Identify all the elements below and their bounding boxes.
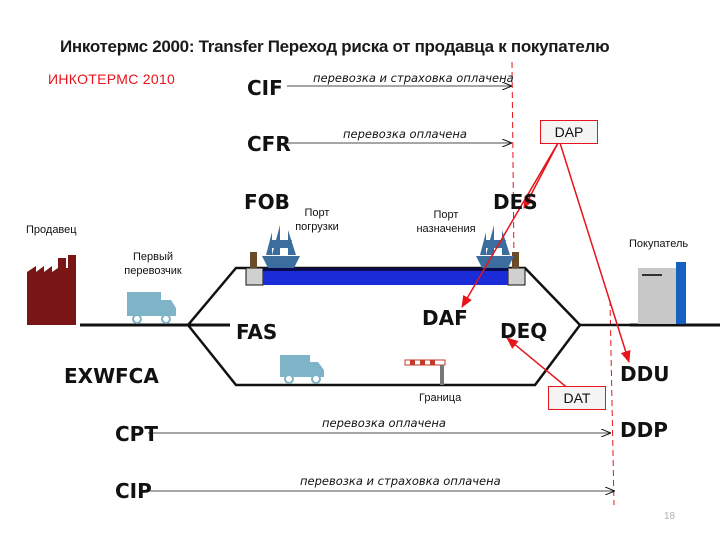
term-fas: FAS bbox=[236, 322, 277, 342]
term-2010-dap: DAP bbox=[540, 120, 598, 144]
term-cfr: CFR bbox=[247, 134, 291, 154]
ship-destination-port bbox=[476, 225, 514, 268]
label-border: Граница bbox=[419, 392, 461, 406]
warehouse-icon bbox=[638, 262, 686, 324]
term-des: DES bbox=[493, 192, 538, 212]
border-barrier-icon bbox=[405, 360, 445, 385]
term-ddu: DDU bbox=[620, 364, 669, 384]
incoterms-2010-label: ИНКОТЕРМС 2010 bbox=[48, 72, 175, 86]
note-cif: перевозка и страховка оплачена bbox=[313, 73, 514, 85]
note-cpt: перевозка оплачена bbox=[322, 418, 446, 430]
term-cip: CIP bbox=[115, 481, 152, 501]
page-title: Инкотермс 2000: Transfer Переход риска о… bbox=[60, 38, 609, 55]
label-seller: Продавец bbox=[26, 224, 77, 238]
note-cfr: перевозка оплачена bbox=[343, 129, 467, 141]
page-number: 18 bbox=[664, 512, 675, 522]
term-exw: EXW bbox=[64, 366, 115, 386]
label-destination-port: Порт назначения bbox=[414, 209, 478, 237]
factory-icon bbox=[27, 255, 76, 325]
term-fca: FCA bbox=[115, 366, 159, 386]
risk-line-sea bbox=[512, 62, 514, 262]
red-arrow-dap-ddu bbox=[560, 143, 629, 362]
risk-line-land bbox=[610, 300, 614, 505]
term-daf: DAF bbox=[422, 308, 468, 328]
quay-destination bbox=[508, 268, 525, 285]
label-loading-port: Порт погрузки bbox=[292, 207, 342, 235]
term-fob: FOB bbox=[244, 192, 290, 212]
label-buyer: Покупатель bbox=[629, 238, 688, 252]
term-ddp: DDP bbox=[620, 420, 668, 440]
term-cpt: CPT bbox=[115, 424, 158, 444]
truck-first-carrier bbox=[127, 292, 176, 323]
term-cif: CIF bbox=[247, 78, 283, 98]
term-deq: DEQ bbox=[500, 321, 547, 341]
note-cip: перевозка и страховка оплачена bbox=[300, 476, 501, 488]
term-2010-dat: DAT bbox=[548, 386, 606, 410]
label-first-carrier: Первый перевозчик bbox=[118, 251, 188, 279]
truck-land-route bbox=[280, 355, 324, 383]
quay-loading bbox=[246, 268, 263, 285]
